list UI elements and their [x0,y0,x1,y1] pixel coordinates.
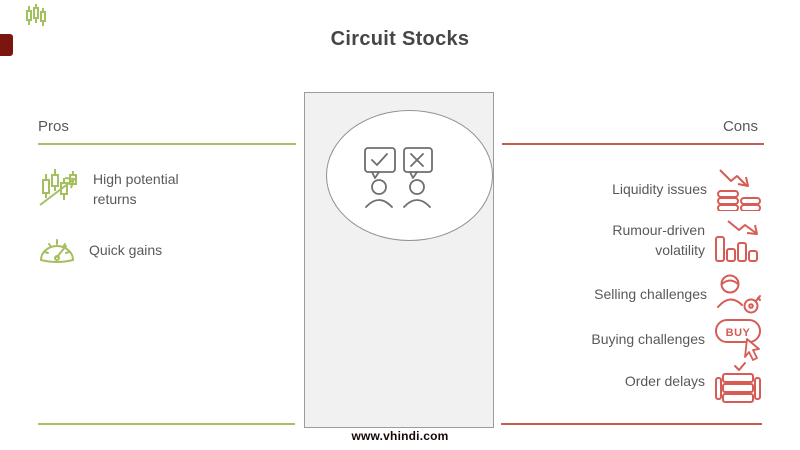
cons-item-label: Selling challenges [594,285,707,302]
pros-heading: Pros [38,118,69,135]
corner-candlestick-icon [26,4,46,26]
center-circle [326,110,493,241]
coins-decline-icon [717,169,761,211]
watermark: www.vhindi.com [351,429,449,443]
cons-item-label: Liquidity issues [612,180,707,197]
pros-item-label: High potential returns [93,170,179,207]
cons-item: Buying challenges BUY [591,317,764,361]
pros-divider-line [38,143,296,145]
speedometer-icon [40,239,74,263]
corner-red-badge-icon [0,34,13,56]
buy-label: BUY [726,327,751,339]
cons-divider-line [502,143,764,145]
two-people-check-cross-icon [364,147,433,208]
order-stack-check-icon [715,362,761,403]
buy-button-cursor-icon: BUY [715,319,761,361]
candlestick-growth-icon [39,169,77,206]
pros-item: High potential returns [38,165,211,213]
cons-item: Rumour-driven volatility [583,215,762,265]
pros-item: Quick gains [38,232,162,268]
seller-person-key-icon [717,274,761,314]
cons-heading: Cons [722,118,758,135]
cons-item: Order delays [625,360,762,403]
bottom-right-line [501,423,762,425]
volatility-bars-decline-icon [715,220,758,262]
cons-item-label: Rumour-driven volatility [612,221,705,258]
page-title: Circuit Stocks [330,28,470,50]
cons-item-label: Order delays [624,373,705,390]
bottom-left-line [38,423,295,425]
pros-item-label: Quick gains [89,241,163,258]
cons-item: Liquidity issues [612,166,762,212]
center-panel [304,92,494,428]
cons-item-label: Buying challenges [591,330,705,347]
cons-item: Selling challenges [594,271,762,317]
